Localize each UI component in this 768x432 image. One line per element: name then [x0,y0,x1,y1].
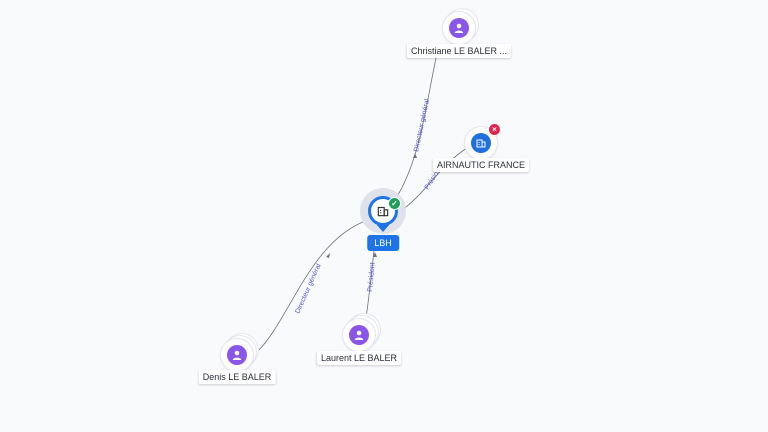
edge-christiane-lbh[interactable] [394,57,437,201]
edge-label-laurent: Président [367,262,377,292]
node-label-christiane[interactable]: Christiane LE BALER ... [406,44,512,58]
closed-x-icon: × [488,123,501,136]
person-icon [349,325,369,345]
node-denis[interactable] [221,334,258,371]
node-label-laurent[interactable]: Laurent LE BALER [316,351,402,365]
building-icon [377,206,389,217]
focus-label-lbh[interactable]: LBH [367,235,399,251]
building-icon [471,133,491,153]
focus-node-lbh[interactable] [368,196,398,226]
edge-arrow [326,253,330,258]
edge-denis-lbh[interactable] [256,219,369,353]
person-icon [449,18,469,38]
node-airnautic[interactable]: × [465,123,501,159]
edge-laurent-lbh[interactable] [365,249,375,319]
active-check-icon: ✓ [388,197,401,210]
edge-arrow [373,252,377,257]
node-label-denis[interactable]: Denis LE BALER [198,370,276,384]
node-label-airnautic[interactable]: AIRNAUTIC FRANCE [432,158,530,172]
node-laurent[interactable] [343,314,380,351]
focus-pin-tail [377,225,389,232]
edge-arrow [413,153,417,158]
person-icon [227,345,247,365]
edge-label-christiane: Directeur général [413,98,431,152]
node-christiane[interactable] [443,9,478,44]
